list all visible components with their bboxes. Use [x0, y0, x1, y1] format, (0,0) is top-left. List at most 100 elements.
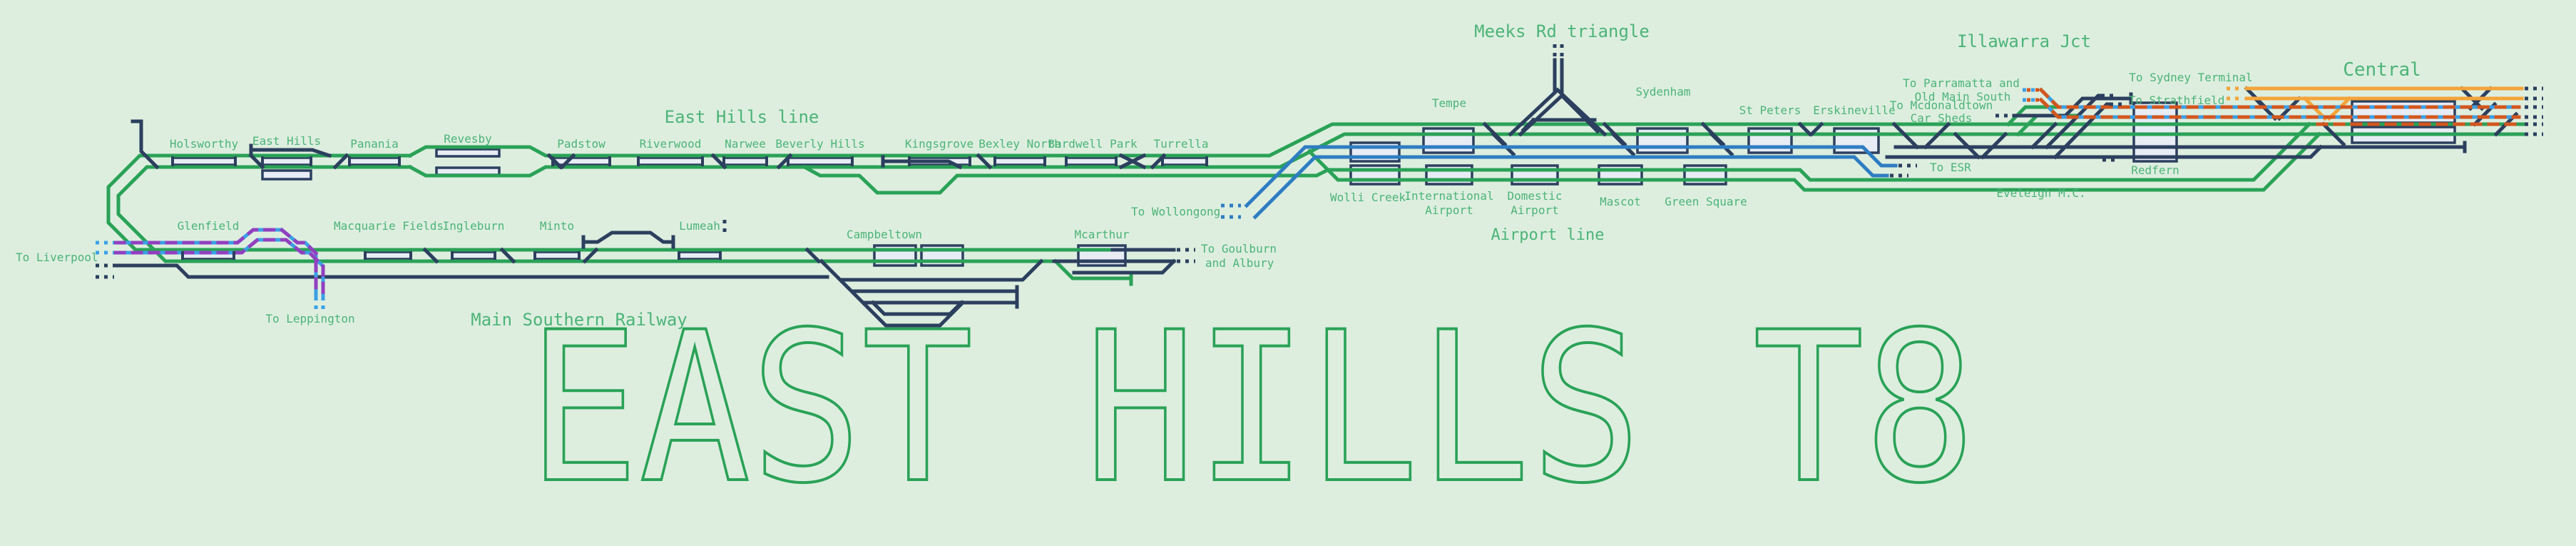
label-station-riverwood: Riverwood — [640, 137, 702, 151]
label-station-mcarthur: Mcarthur — [1074, 228, 1129, 241]
label-station-tempe: Tempe — [1432, 96, 1466, 110]
label-station-green-square: Green Square — [1665, 195, 1747, 208]
label-station-kingsgrove: Kingsgrove — [905, 137, 973, 151]
label-dest-car-sheds: Car Sheds — [1911, 111, 1973, 125]
label-title-main-southern-railway: Main Southern Railway — [471, 310, 687, 330]
label-title-meeks-rd-triangle: Meeks Rd triangle — [1474, 21, 1650, 41]
label-station-macquarie-fields: Macquarie Fields — [334, 219, 444, 233]
continuation-dots — [96, 241, 325, 311]
platform — [1065, 156, 1118, 166]
continuation-dots — [96, 44, 2543, 279]
label-station-international: International — [1404, 189, 1493, 203]
label-label-eveleigh-mc: Eveleigh M.C. — [1996, 186, 2085, 200]
label-station-minto: Minto — [540, 219, 574, 233]
label-station-east-hills: East Hills — [252, 134, 321, 148]
label-station-panania: Panania — [350, 137, 398, 151]
track-segment — [116, 165, 1056, 263]
platform — [1161, 156, 1208, 166]
platform — [678, 251, 722, 261]
track-segment — [407, 122, 2527, 158]
label-dest-to-sydney-terminal: To Sydney Terminal — [2129, 71, 2252, 84]
label-station-international-airport: Airport — [1425, 203, 1473, 217]
label-station-bardwell-park: Bardwell Park — [1048, 137, 1138, 151]
platform — [2351, 100, 2456, 124]
platform — [2132, 101, 2178, 163]
crossovers — [422, 231, 822, 264]
continuation-dots — [1221, 203, 1241, 219]
platform — [1747, 127, 1793, 154]
platform — [261, 156, 312, 166]
label-dest-to-wollongong: To Wollongong — [1131, 205, 1220, 218]
continuation-dots — [2023, 88, 2040, 102]
label-dest-to-strathfield: To Strathfield — [2129, 93, 2225, 107]
campbelltown-yard — [819, 248, 1177, 328]
platform — [787, 156, 854, 166]
label-station-erskineville: Erskineville — [1813, 103, 1896, 117]
blue-tracks — [1244, 145, 1898, 220]
label-station-bexley-north: Bexley North — [978, 137, 1061, 151]
track-segment — [2244, 86, 2524, 121]
green-tracks — [106, 105, 2527, 286]
crossovers — [248, 143, 1167, 170]
platform — [435, 148, 501, 158]
meeks-rd-triangle — [1508, 58, 1608, 137]
label-station-campbeltown: Campbeltown — [847, 228, 922, 241]
track-segment — [113, 263, 829, 279]
platform — [451, 251, 496, 261]
platform-t icks-upper — [171, 156, 1208, 166]
label-dest-old-main-south: Old Main South — [1915, 90, 2011, 103]
platform — [171, 156, 237, 166]
platform-ticks — [171, 156, 1208, 260]
label-station-wolli-creek: Wolli Creek — [1330, 191, 1406, 204]
label-station-sydenham: Sydenham — [1635, 85, 1690, 98]
platform — [533, 251, 581, 261]
label-station-revesby: Revesby — [444, 132, 492, 146]
label-station-beverly-hills: Beverly Hills — [775, 137, 864, 151]
platform — [1636, 127, 1689, 154]
orange-tracks — [2244, 86, 2524, 121]
platform — [348, 156, 401, 166]
label-station-domestic-airport: Airport — [1511, 203, 1558, 217]
platform — [551, 156, 611, 166]
track-segment — [1307, 131, 2322, 192]
platform — [1422, 127, 1475, 154]
label-dest-and-albury: and Albury — [1205, 256, 1274, 270]
label-station-redfern: Redfern — [2131, 163, 2179, 177]
label-station-holsworthy: Holsworthy — [170, 137, 239, 151]
track-segment — [1885, 141, 2467, 159]
track-segment — [407, 132, 2527, 178]
track-segment — [1053, 258, 1133, 286]
platform — [637, 156, 704, 166]
platform — [1833, 127, 1880, 154]
label-station-ingleburn: Ingleburn — [443, 219, 505, 233]
continuation-dots — [2023, 88, 2040, 102]
suburban-line-dash — [2038, 87, 2521, 119]
platform — [364, 251, 412, 261]
big-title-text: EAST HILLS T8 — [528, 288, 1976, 529]
crossovers — [1482, 121, 1824, 157]
label-dest-to-liverpool: To Liverpool — [16, 251, 98, 264]
label-station-glenfield: Glenfield — [178, 219, 240, 233]
platform — [993, 156, 1046, 166]
dashed-lines — [113, 87, 2524, 298]
label-title-illawarra-jct: Illawarra Jct — [1957, 31, 2091, 51]
label-station-mascot: Mascot — [1600, 195, 1641, 208]
label-station-st-peters: St Peters — [1739, 103, 1801, 117]
label-station-domestic: Domestic — [1507, 189, 1562, 203]
label-dest-to-mcdonaldtown: To Mcdonaldtown — [1890, 98, 1993, 112]
dotted-continuations — [96, 44, 2543, 311]
label-dest-to-goulburn: To Goulburn — [1201, 242, 1277, 256]
label-title-east-hills-line: East Hills line — [665, 107, 819, 127]
platform-ticks-south — [181, 251, 722, 260]
continuation-dots — [2227, 86, 2244, 101]
label-station-turrella: Turrella — [1153, 137, 1208, 151]
label-station-narwee: Narwee — [725, 137, 766, 151]
label-dest-to-parramatta-and: To Parramatta and — [1903, 76, 2020, 90]
label-station-padstow: Padstow — [557, 137, 605, 151]
track-segment — [802, 121, 2312, 195]
label-title-central: Central — [2343, 59, 2421, 81]
platform — [261, 169, 312, 181]
cumberland-line-dash — [113, 228, 325, 298]
